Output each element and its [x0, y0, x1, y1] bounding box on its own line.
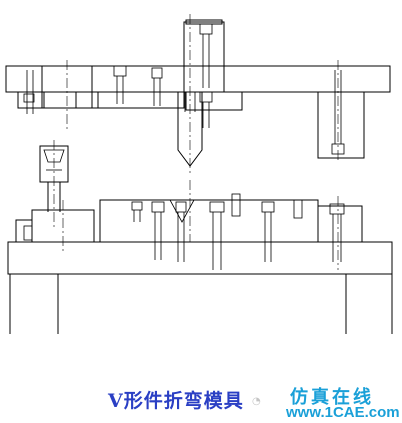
- guide-pillar: [39, 140, 69, 230]
- center-lines: [66, 14, 339, 175]
- upper-clamp-plate: [5, 65, 391, 93]
- brand-name: 仿真在线: [290, 387, 374, 408]
- base-legs: [9, 274, 393, 334]
- lower-die: [7, 180, 393, 334]
- lower-die-plate: [7, 241, 393, 275]
- upper-die: [5, 14, 391, 175]
- v-die-block: [99, 199, 319, 243]
- diagram-caption: V形件折弯模具: [108, 390, 244, 412]
- lower-screws: [23, 193, 345, 270]
- wechat-icon: ◔: [252, 396, 261, 407]
- brand-site: www.1CAE.com: [286, 404, 400, 421]
- upper-screws: [23, 23, 345, 155]
